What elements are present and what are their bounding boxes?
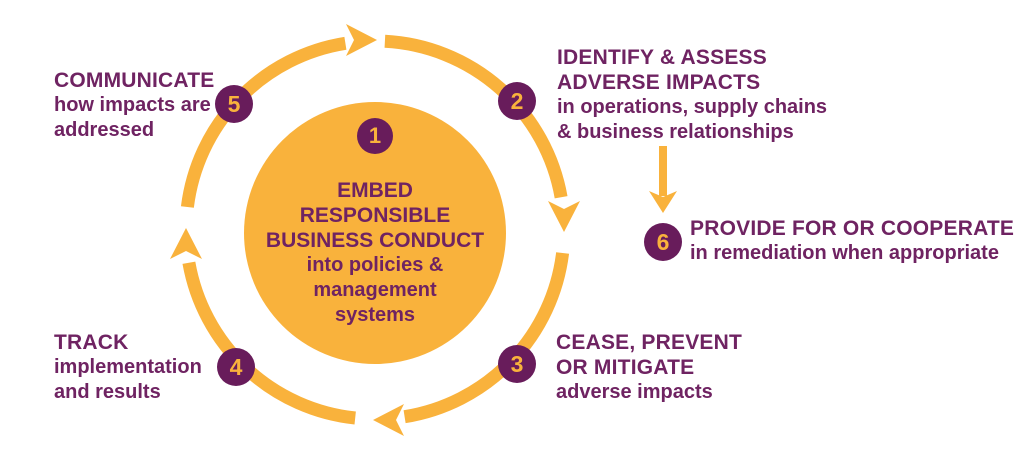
step-4-body-line: implementation [54, 356, 202, 378]
step-3-heading-line: CEASE, PREVENT [556, 331, 743, 354]
step-6-text: PROVIDE FOR OR COOPERATE in remediation … [690, 216, 1014, 266]
step-badge-1: 1 [357, 118, 393, 154]
step-5-body-line: how impacts are [54, 94, 211, 116]
arrowhead-left-icon [170, 228, 202, 259]
arrowhead-top-icon [346, 24, 377, 56]
center-heading-line: BUSINESS CONDUCT [265, 229, 485, 252]
step-6-heading: PROVIDE FOR OR COOPERATE [690, 217, 1015, 240]
step-3-text: CEASE, PREVENT OR MITIGATE adverse impac… [556, 330, 742, 405]
center-body-line: systems [334, 304, 416, 326]
center-heading-line: EMBED [337, 179, 413, 202]
step-5-body-line: addressed [54, 119, 155, 141]
step-badge-3: 3 [498, 345, 536, 383]
step-badge-4: 4 [217, 348, 255, 386]
step-4-heading: TRACK [54, 331, 129, 354]
step-5-heading: COMMUNICATE [54, 69, 215, 92]
center-body-line: into policies & [306, 254, 444, 276]
step-2-body-line: & business relationships [557, 121, 794, 143]
step-4-body-line: and results [54, 381, 161, 403]
arrowhead-bottom-icon [373, 404, 404, 436]
step-2-heading-line: ADVERSE IMPACTS [557, 71, 761, 94]
center-step-text: EMBED RESPONSIBLE BUSINESS CONDUCT into … [265, 178, 485, 328]
center-circle [244, 102, 506, 364]
step-2-text: IDENTIFY & ASSESS ADVERSE IMPACTS in ope… [557, 45, 827, 145]
step-4-text: TRACK implementation and results [54, 330, 202, 405]
step-3-heading-line: OR MITIGATE [556, 356, 695, 379]
step-5-text: COMMUNICATE how impacts are addressed [54, 68, 214, 143]
center-heading-line: RESPONSIBLE [299, 204, 451, 227]
ring-arc-top-right [384, 34, 568, 199]
step-badge-6: 6 [644, 223, 682, 261]
step-6-body-line: in remediation when appropriate [690, 242, 999, 264]
step-2-body-line: in operations, supply chains [557, 96, 828, 118]
step-2-heading-line: IDENTIFY & ASSESS [557, 46, 767, 69]
step-badge-2: 2 [498, 82, 536, 120]
step2-to-step6-arrowhead-icon [649, 191, 677, 213]
step-3-body-line: adverse impacts [556, 381, 713, 403]
center-body-line: management [313, 279, 437, 301]
step-badge-5: 5 [215, 85, 253, 123]
arrowhead-right-icon [548, 201, 580, 232]
